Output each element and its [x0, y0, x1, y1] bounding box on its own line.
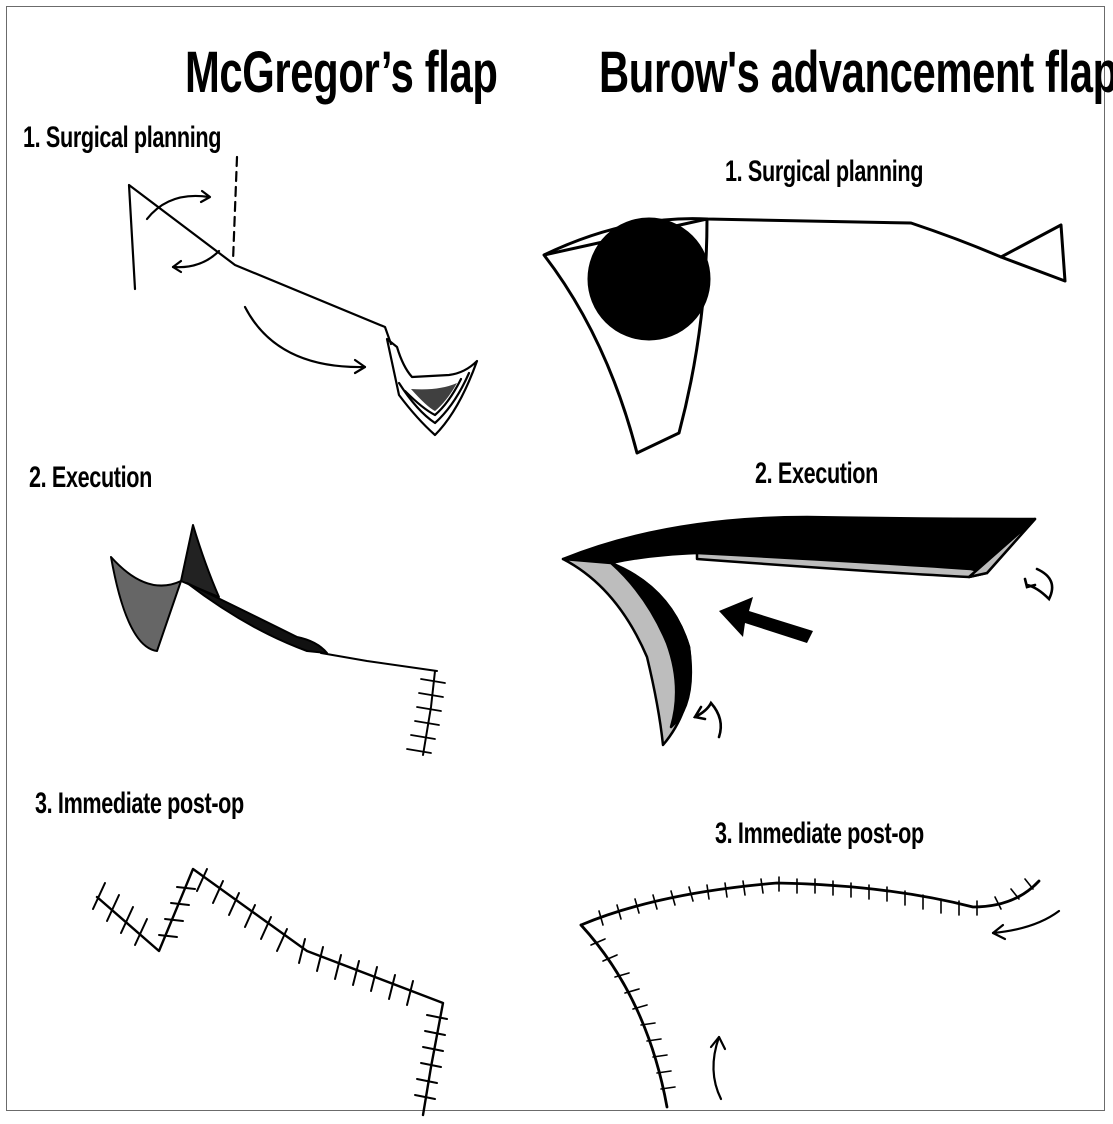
postop-upper-suture-line	[581, 881, 1039, 925]
postop-arrow-right	[993, 911, 1059, 933]
postop-arrow-left	[713, 1037, 721, 1099]
mcgregor-postop-drawing	[7, 7, 527, 1124]
postop-lower-suture-line	[581, 925, 667, 1107]
burow-postop-drawing	[527, 7, 1106, 1124]
figure: McGregor’s flap Burow's advancement flap…	[6, 6, 1105, 1111]
